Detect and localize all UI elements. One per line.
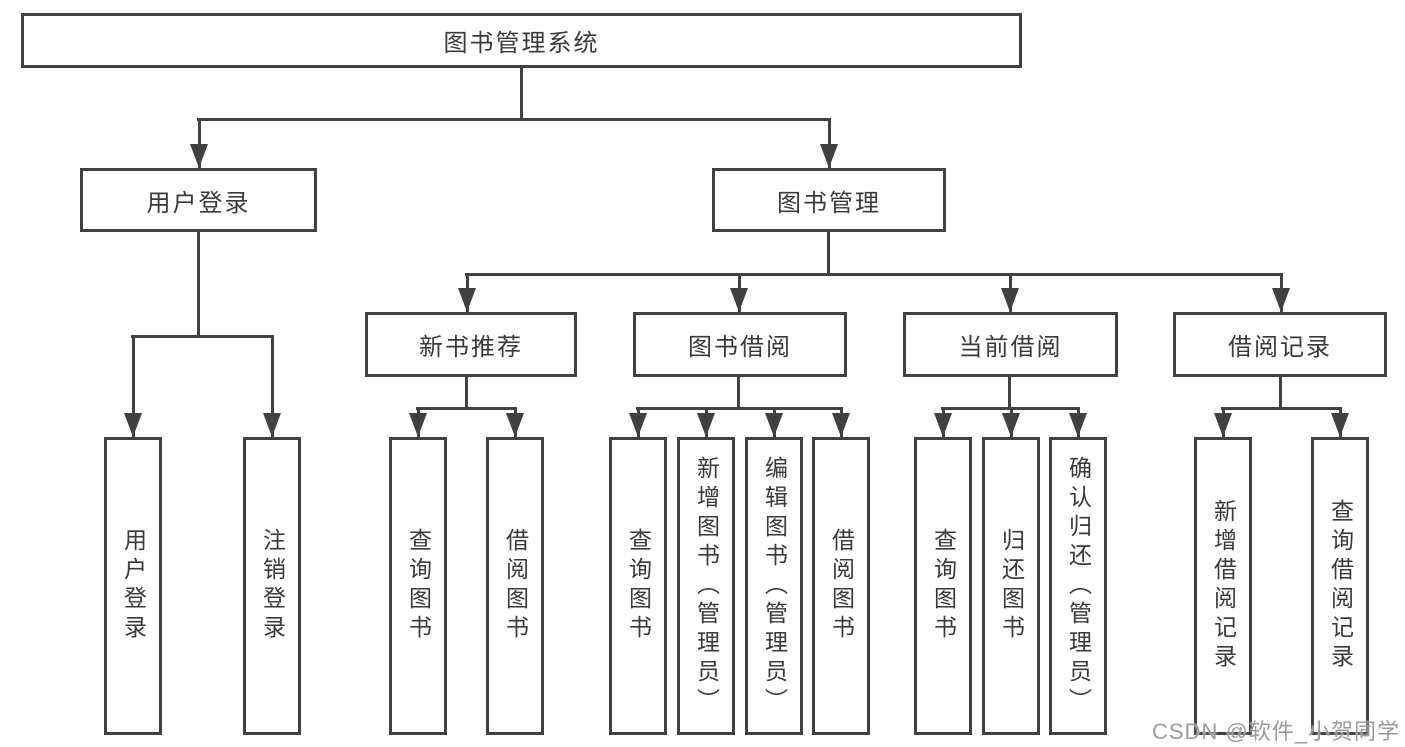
node-label: 当前借阅: [958, 334, 1063, 361]
connector-arrow-shaft: [197, 118, 201, 168]
leaf-query-books-current: 查询图书: [914, 437, 972, 735]
leaf-label: 查询借阅记录: [1327, 499, 1354, 673]
leaf-borrow-books-recommend: 借阅图书: [486, 437, 544, 735]
arrowhead-down-icon: [1069, 413, 1087, 437]
leaf-label: 归还图书: [998, 528, 1025, 644]
node-label: 新书推荐: [419, 334, 523, 361]
arrowhead-down-icon: [765, 413, 783, 437]
arrowhead-down-icon: [1214, 413, 1232, 437]
leaf-label: 新增借阅记录: [1210, 499, 1237, 673]
connector-stub-user-login: [197, 231, 200, 338]
connector-rail-borrowing-records: [1221, 407, 1341, 410]
leaf-label: 编辑图书（管理员）: [761, 455, 788, 717]
connector-rail-book-management: [465, 273, 1282, 276]
leaf-label: 用户登录: [120, 528, 147, 644]
leaf-query-books-borrowing: 查询图书: [609, 437, 667, 735]
arrowhead-down-icon: [506, 413, 524, 437]
arrowhead-down-icon: [1002, 413, 1020, 437]
arrowhead-down-icon: [124, 413, 142, 437]
connector-arrow-shaft: [270, 335, 274, 437]
arrowhead-down-icon: [629, 413, 647, 437]
arrowhead-down-icon: [934, 413, 952, 437]
leaf-borrow-books: 借阅图书: [812, 437, 870, 735]
arrowhead-down-icon: [832, 413, 850, 437]
node-new-book-recommend: 新书推荐: [365, 312, 577, 377]
leaf-logout: 注销登录: [243, 437, 301, 735]
connector-stub-borrowing-records: [1279, 375, 1282, 410]
connector-stub-book-management: [827, 231, 830, 276]
watermark-text: CSDN @软件_小贺同学: [1152, 719, 1401, 744]
node-user-login: 用户登录: [80, 168, 317, 232]
connector-stub-book-borrowing: [737, 375, 740, 410]
arrowhead-down-icon: [409, 413, 427, 437]
arrowhead-down-icon: [697, 413, 715, 437]
leaf-query-borrow-record: 查询借阅记录: [1311, 437, 1369, 735]
arrowhead-down-icon: [458, 288, 476, 312]
node-borrowing-records: 借阅记录: [1173, 312, 1387, 377]
node-label: 用户登录: [146, 189, 251, 217]
arrowhead-down-icon: [730, 288, 748, 312]
leaf-label: 确认归还（管理员）: [1065, 455, 1092, 717]
connector-arrow-shaft: [827, 118, 831, 168]
connector-stub-new-book-recommend: [465, 375, 468, 410]
node-label: 图书管理系统: [443, 30, 600, 57]
arrowhead-down-icon: [190, 144, 208, 168]
node-label: 借阅记录: [1228, 334, 1332, 361]
leaf-label: 查询图书: [625, 528, 652, 644]
connector-rail-new-book-recommend: [416, 407, 516, 410]
connector-rail-root: [197, 118, 830, 121]
connector-arrow-shaft: [131, 335, 135, 437]
leaf-return-book: 归还图书: [982, 437, 1040, 735]
leaf-label: 注销登录: [259, 528, 286, 644]
arrowhead-down-icon: [820, 144, 838, 168]
leaf-user-login: 用户登录: [104, 437, 162, 735]
node-book-management: 图书管理: [712, 168, 946, 232]
connector-rail-user-login: [131, 335, 273, 338]
connector-rail-book-borrowing: [636, 407, 842, 410]
arrowhead-down-icon: [1272, 288, 1290, 312]
leaf-add-book-admin: 新增图书（管理员）: [677, 437, 735, 735]
leaf-label: 新增图书（管理员）: [693, 455, 720, 717]
arrowhead-down-icon: [263, 413, 281, 437]
leaf-label: 借阅图书: [828, 528, 855, 644]
leaf-add-borrow-record: 新增借阅记录: [1194, 437, 1252, 735]
leaf-label: 借阅图书: [502, 528, 529, 644]
node-label: 图书借阅: [688, 334, 792, 361]
leaf-label: 查询图书: [405, 528, 432, 644]
leaf-query-books-recommend: 查询图书: [389, 437, 447, 735]
node-current-borrowing: 当前借阅: [903, 312, 1118, 377]
leaf-edit-book-admin: 编辑图书（管理员）: [745, 437, 803, 735]
arrowhead-down-icon: [1001, 288, 1019, 312]
node-label: 图书管理: [777, 189, 881, 217]
arrowhead-down-icon: [1331, 413, 1349, 437]
leaf-confirm-return-admin: 确认归还（管理员）: [1049, 437, 1107, 735]
node-book-borrowing: 图书借阅: [633, 312, 847, 377]
connector-stub-current-borrowing: [1008, 375, 1011, 410]
node-library-system: 图书管理系统: [21, 13, 1022, 68]
connector-stub-root: [520, 66, 523, 121]
leaf-label: 查询图书: [930, 528, 957, 644]
